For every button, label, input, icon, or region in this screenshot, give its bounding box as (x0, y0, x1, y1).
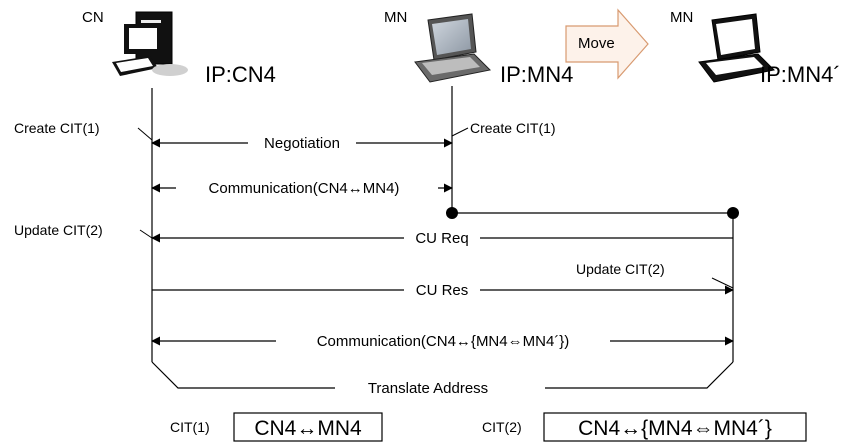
cit1-value: CN4↔MN4 (254, 417, 362, 440)
move-link (446, 207, 739, 219)
mn-ip-label: IP:MN4 (500, 62, 573, 87)
cit2-box (543, 412, 807, 442)
cit1-box (233, 412, 383, 442)
translate-address-bracket: Translate Address (151, 361, 734, 397)
negotiation-message: Negotiation (151, 133, 453, 153)
negotiation-label: Negotiation (264, 135, 340, 152)
svg-text:Update CIT(2): Update CIT(2) (576, 261, 665, 277)
mn-moved-name-label: MN (670, 9, 693, 26)
communication-1-label: Communication(CN4↔MN4) (209, 180, 400, 197)
mn-update-cit-label: Update CIT(2) (576, 261, 734, 289)
cn-create-cit-label: Create CIT(1) (14, 120, 153, 141)
laptop-icon (698, 13, 776, 83)
mn-point (446, 207, 458, 219)
cu-req-message: CU Req (151, 228, 733, 248)
cn-node: CN IP:CN4 (82, 9, 276, 87)
communication-2-message: Communication(CN4↔{MN4⇔MN4´}) (151, 331, 734, 351)
mn-node: MN IP:MN4 (384, 9, 573, 87)
mn-moved-ip-label: IP:MN4´ (760, 62, 841, 87)
cn-ip-label: IP:CN4 (205, 62, 276, 87)
laptop-icon (414, 13, 492, 83)
translate-address-label: Translate Address (368, 380, 488, 397)
move-arrow: Move (565, 8, 649, 80)
cn-name-label: CN (82, 9, 104, 26)
move-label: Move (578, 35, 615, 52)
svg-text:Create CIT(1): Create CIT(1) (470, 120, 556, 136)
svg-text:Create CIT(1): Create CIT(1) (14, 120, 100, 136)
cu-res-label: CU Res (416, 282, 469, 299)
cn-update-cit-label: Update CIT(2) (14, 222, 153, 239)
mn-create-cit-label: Create CIT(1) (451, 120, 556, 137)
svg-text:Update CIT(2): Update CIT(2) (14, 222, 103, 238)
communication-1-message: Communication(CN4↔MN4) (151, 178, 453, 198)
cit2-label: CIT(2) (482, 419, 522, 435)
mn-name-label: MN (384, 9, 407, 26)
mn-moved-node: MN IP:MN4´ (670, 9, 841, 87)
cit2-table: CIT(2) CN4↔{MN4⇔MN4´} (482, 412, 807, 442)
desktop-computer-icon (112, 11, 188, 76)
cit1-label: CIT(1) (170, 419, 210, 435)
cu-req-label: CU Req (415, 230, 468, 247)
cit1-table: CIT(1) CN4↔MN4 (170, 412, 383, 442)
mn-moved-point (727, 207, 739, 219)
cit2-value: CN4↔{MN4⇔MN4´} (578, 417, 772, 440)
communication-2-label: Communication(CN4↔{MN4⇔MN4´}) (317, 333, 570, 350)
cu-res-message: CU Res (152, 280, 734, 300)
